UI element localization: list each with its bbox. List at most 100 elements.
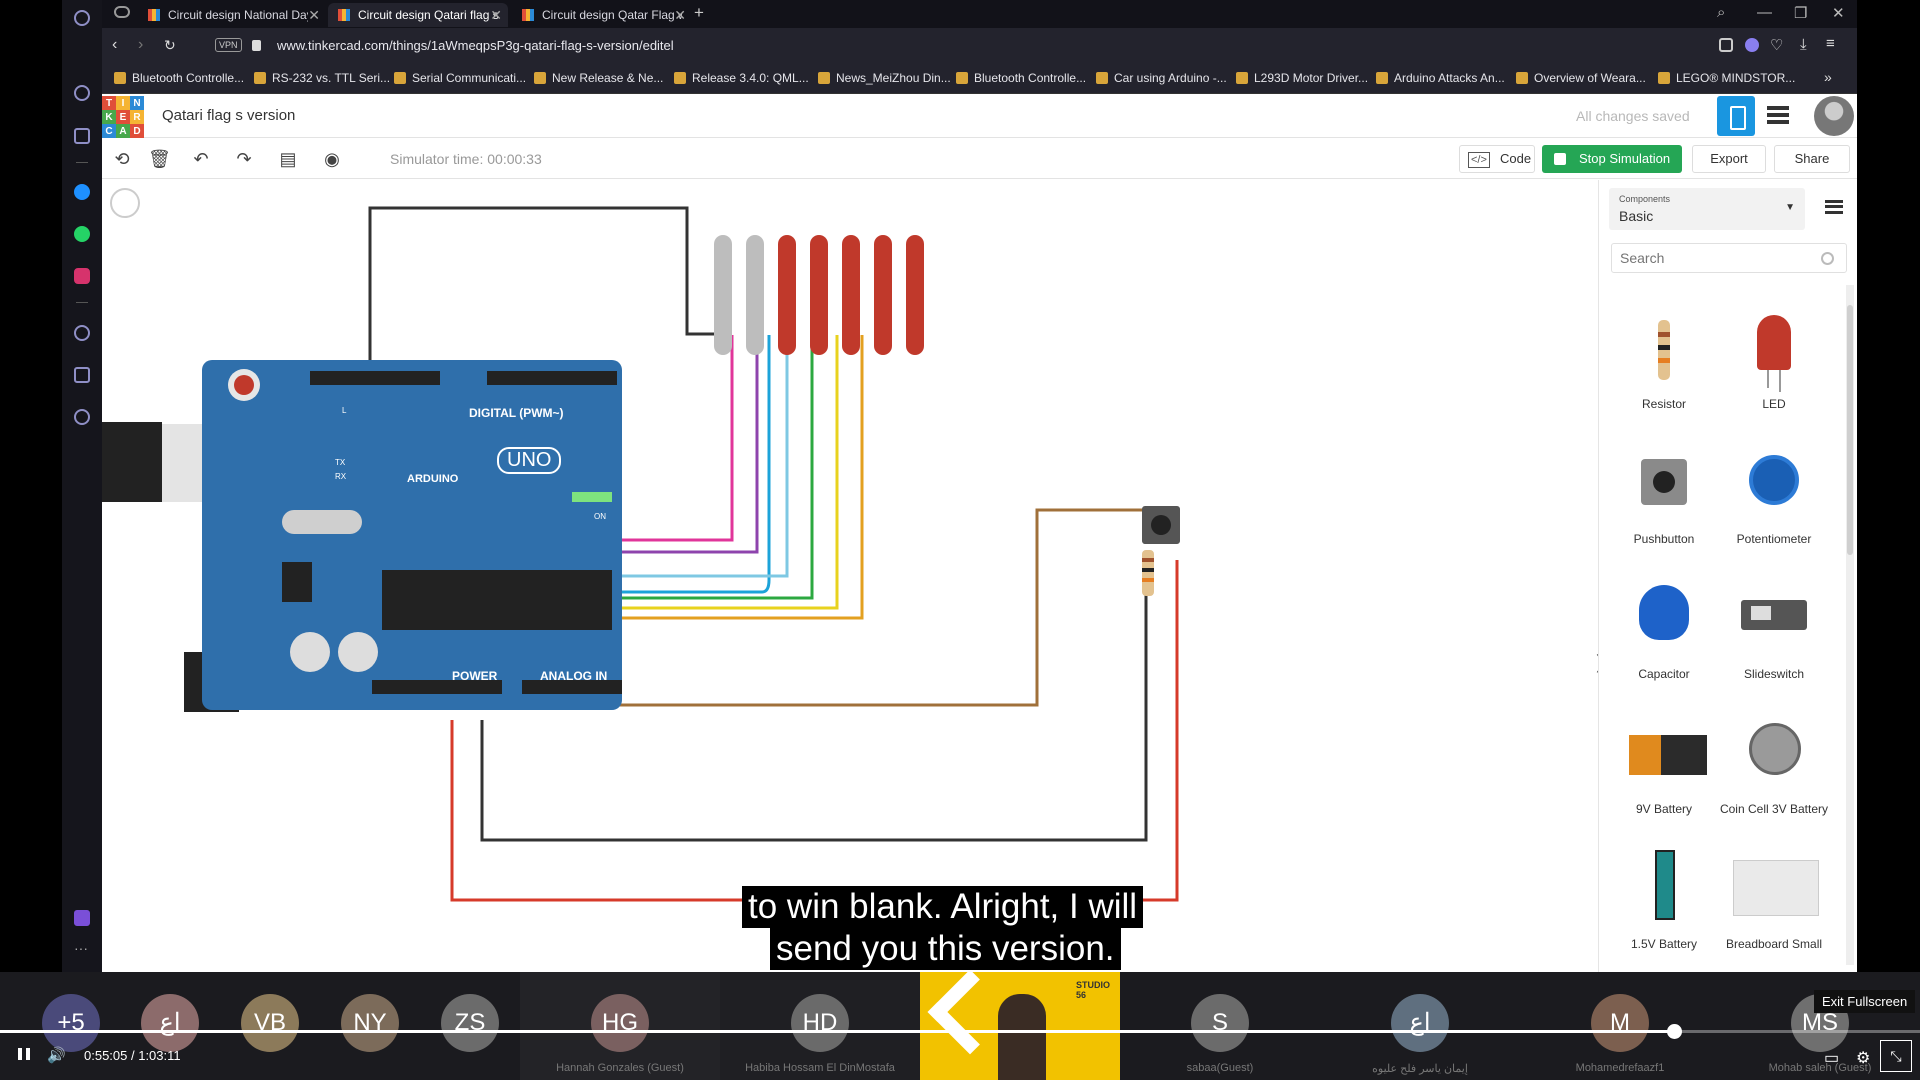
close-tab-icon[interactable]: ✕ — [674, 7, 686, 23]
share-button[interactable]: Share — [1774, 145, 1850, 173]
bookmark-item[interactable]: L293D Motor Driver... — [1236, 71, 1368, 85]
search-icon — [1821, 252, 1834, 265]
bookmarks-overflow-icon[interactable]: » — [1824, 69, 1832, 85]
new-tab-button[interactable]: + — [694, 3, 704, 22]
player-settings-icon[interactable]: ⚙ — [1856, 1050, 1871, 1067]
led-red — [842, 235, 860, 355]
history-icon[interactable] — [74, 325, 90, 341]
forward-button[interactable]: › — [138, 36, 144, 53]
close-tab-icon[interactable]: ✕ — [490, 7, 502, 23]
notes-icon[interactable]: ▤ — [279, 149, 297, 169]
url-field[interactable]: www.tinkercad.com/things/1aWmeqpsP3g-qat… — [277, 38, 674, 53]
menu-icon[interactable]: ≡ — [1826, 35, 1835, 52]
instagram-icon[interactable] — [74, 268, 90, 284]
browser-logo-icon[interactable] — [74, 10, 90, 26]
bookmark-item[interactable]: News_MeiZhou Din... — [818, 71, 951, 85]
whatsapp-icon[interactable] — [74, 226, 90, 242]
delete-icon[interactable]: 🗑 — [148, 149, 171, 169]
circuit-view-button[interactable] — [1717, 96, 1755, 136]
component-slideswitch[interactable]: Slideswitch — [1719, 580, 1829, 681]
participant-tile[interactable]: M Mohamedrefaazf1 — [1520, 972, 1720, 1080]
canvas-pushbutton[interactable] — [1142, 506, 1180, 544]
participant-tile[interactable]: اع — [140, 972, 200, 1080]
speed-dial-icon[interactable] — [74, 85, 90, 101]
participant-tile[interactable]: HG Hannah Gonzales (Guest) — [520, 972, 720, 1080]
board-on-label: ON — [594, 512, 606, 521]
minimize-button[interactable]: — — [1757, 4, 1772, 21]
stop-simulation-button[interactable]: Stop Simulation — [1542, 145, 1682, 173]
bookmark-item[interactable]: Overview of Weara... — [1516, 71, 1646, 85]
settings-icon[interactable] — [74, 409, 90, 425]
zoom-to-fit-icon[interactable] — [110, 188, 140, 218]
user-avatar[interactable] — [1814, 96, 1854, 136]
download-icon[interactable]: ⤓ — [1800, 36, 1807, 53]
tab-group-icon[interactable] — [114, 6, 130, 18]
design-title[interactable]: Qatari flag s version — [162, 107, 296, 124]
bag-icon[interactable] — [74, 128, 90, 144]
components-select[interactable]: Components Basic ▼ — [1609, 188, 1805, 230]
reload-button[interactable]: ↻ — [164, 37, 176, 53]
more-icon[interactable]: ··· — [74, 940, 88, 956]
component-breadboard-small[interactable]: Breadboard Small — [1719, 850, 1829, 951]
close-window-button[interactable]: ✕ — [1832, 5, 1845, 22]
extension-icon[interactable] — [74, 910, 90, 926]
bookmark-item[interactable]: Bluetooth Controlle... — [956, 71, 1086, 85]
tab-qatari-flag[interactable]: Circuit design Qatari flag s ✕ — [328, 3, 508, 27]
bookmark-item[interactable]: RS-232 vs. TTL Seri... — [254, 71, 390, 85]
component-capacitor[interactable]: Capacitor — [1609, 580, 1719, 681]
component-list-view-icon[interactable] — [1767, 106, 1789, 124]
screenshot-icon[interactable] — [1719, 38, 1733, 52]
editor-toolbar: ⟲ 🗑 ↶ ↷ ▤ ◉ Simulator time: 00:00:33 Cod… — [102, 139, 1857, 179]
rotate-icon[interactable]: ⟲ — [114, 149, 130, 169]
list-view-icon[interactable] — [1825, 200, 1843, 214]
search-tabs-icon[interactable]: ⌕ — [1717, 4, 1726, 21]
bookmark-item[interactable]: Car using Arduino -... — [1096, 71, 1227, 85]
bookmark-item[interactable]: Serial Communicati... — [394, 71, 526, 85]
maximize-button[interactable]: ❐ — [1794, 5, 1808, 22]
participant-tile[interactable]: S sabaa(Guest) — [1120, 972, 1320, 1080]
component-resistor[interactable]: Resistor — [1609, 310, 1719, 411]
component-search-input[interactable] — [1611, 243, 1847, 273]
circuit-canvas[interactable]: UNO ARDUINO DIGITAL (PWM~) POWER ANALOG … — [102, 180, 1609, 972]
bookmark-item[interactable]: Bluetooth Controlle... — [114, 71, 244, 85]
participant-tile[interactable]: HD Habiba Hossam El DinMostafa — [720, 972, 920, 1080]
component-name: 1.5V Battery — [1630, 937, 1698, 951]
tinkercad-logo[interactable]: T I N K E R C A D — [102, 96, 144, 138]
bookmark-item[interactable]: LEGO® MINDSTOR... — [1658, 71, 1795, 85]
tab-qatar-flag[interactable]: Circuit design Qatar Flag w ✕ — [512, 3, 692, 27]
participant-tile[interactable]: +5 — [40, 972, 100, 1080]
component-potentiometer[interactable]: Potentiometer — [1719, 445, 1829, 546]
code-button[interactable]: Code — [1459, 145, 1535, 173]
heart-icon[interactable]: ♡ — [1770, 37, 1784, 54]
panel-scrollbar[interactable] — [1846, 285, 1854, 965]
export-button[interactable]: Export — [1692, 145, 1766, 173]
exit-fullscreen-button[interactable]: ⤡ — [1880, 1040, 1912, 1072]
close-tab-icon[interactable]: ✕ — [308, 7, 320, 23]
presenter-video-tile[interactable]: STUDIO 56 — [920, 972, 1120, 1080]
messenger-icon[interactable] — [74, 184, 90, 200]
pause-icon[interactable] — [18, 1048, 30, 1060]
component-coin-cell[interactable]: Coin Cell 3V Battery — [1719, 715, 1829, 816]
visibility-icon[interactable]: ◉ — [324, 149, 340, 169]
undo-icon[interactable]: ↶ — [193, 149, 209, 169]
presenter-figure — [998, 994, 1046, 1080]
back-button[interactable]: ‹ — [112, 36, 118, 53]
redo-icon[interactable]: ↷ — [236, 149, 252, 169]
progress-scrubber[interactable] — [1666, 1024, 1682, 1039]
volume-icon[interactable]: 🔊 — [47, 1047, 66, 1064]
component-pushbutton[interactable]: Pushbutton — [1609, 445, 1719, 546]
bookmark-item[interactable]: Arduino Attacks An... — [1376, 71, 1505, 85]
canvas-resistor[interactable] — [1142, 550, 1154, 596]
bookmark-item[interactable]: Release 3.4.0: QML... — [674, 71, 809, 85]
tab-national-day[interactable]: Circuit design National Day ✕ — [138, 3, 326, 27]
component-led[interactable]: LED — [1719, 310, 1829, 411]
bookmark-item[interactable]: New Release & Ne... — [534, 71, 663, 85]
captions-icon[interactable]: ▭ — [1824, 1050, 1840, 1067]
component-9v-battery[interactable]: 9V Battery — [1609, 715, 1719, 816]
component-1-5v-battery[interactable]: 1.5V Battery — [1609, 850, 1719, 951]
participant-tile[interactable]: اع إيمان ياسر فلح عليوه — [1320, 972, 1520, 1080]
potentiometer-thumb — [1729, 445, 1819, 525]
vpn-badge[interactable]: VPN — [215, 38, 242, 52]
box-icon[interactable] — [74, 367, 90, 383]
shield-icon[interactable] — [1745, 38, 1759, 52]
